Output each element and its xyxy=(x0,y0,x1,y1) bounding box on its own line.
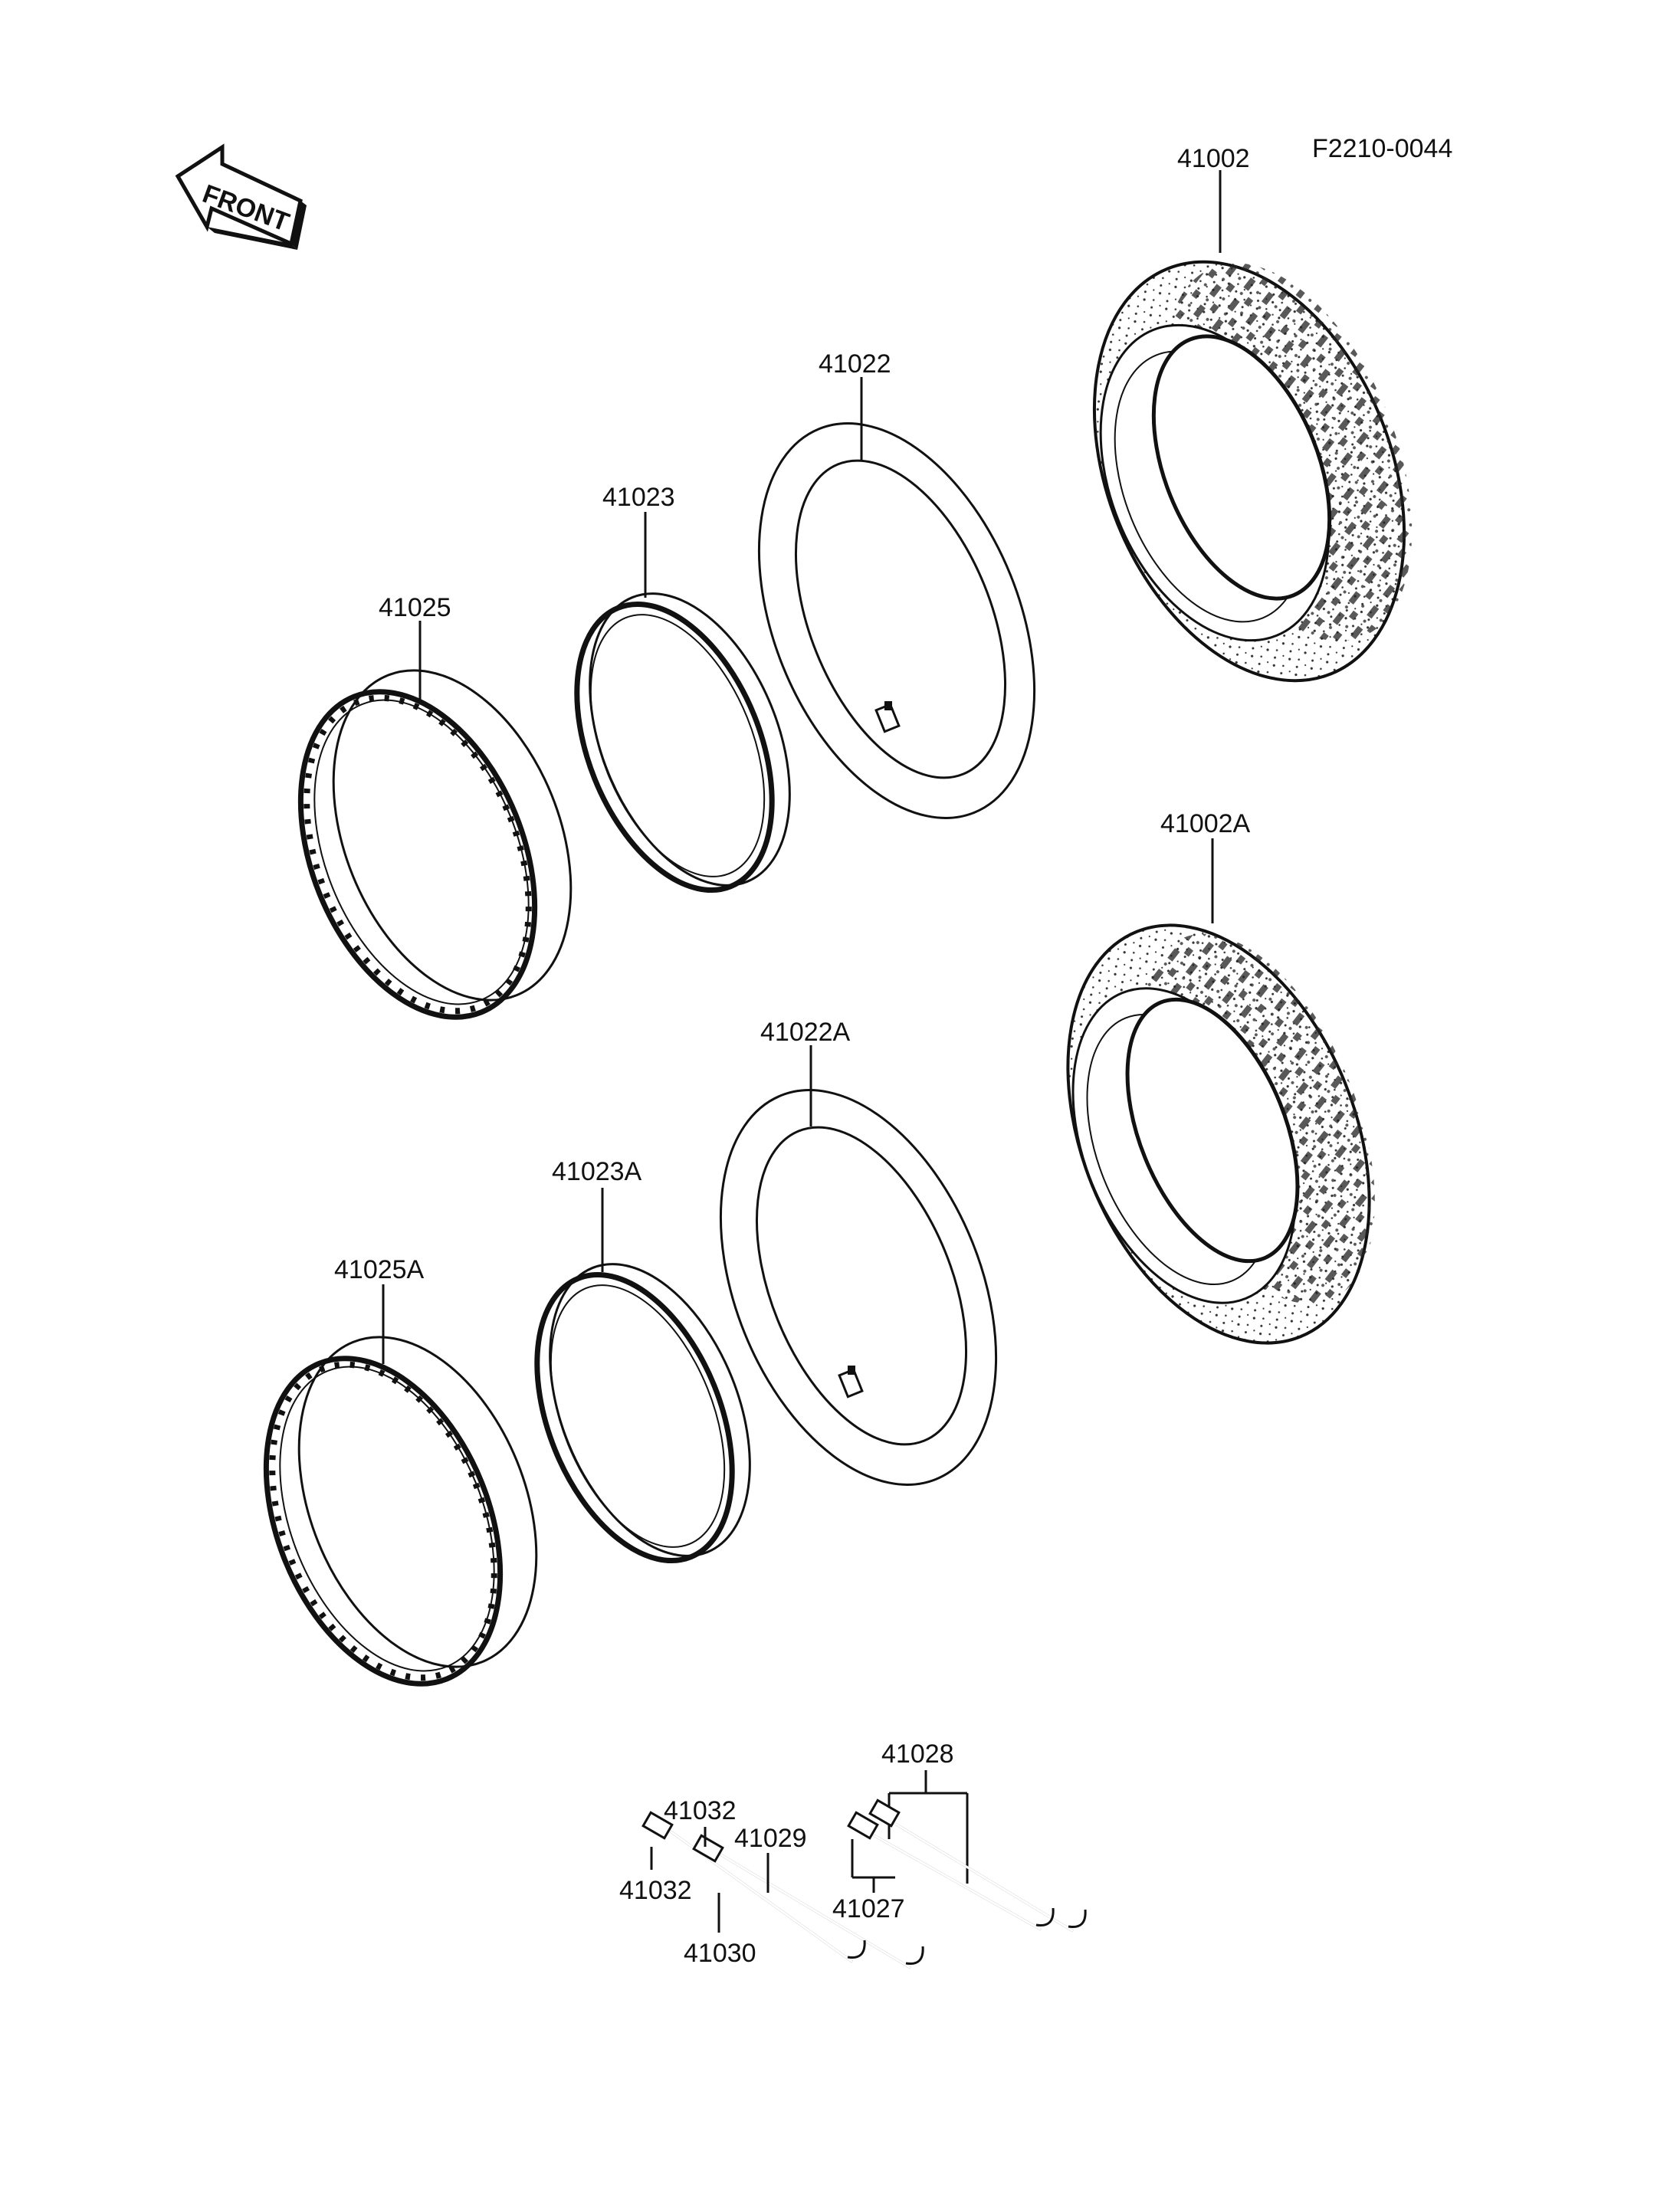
valve-icon xyxy=(874,701,901,733)
label-nipple-lower: 41032 xyxy=(619,1876,692,1905)
rim-band-front xyxy=(574,512,791,894)
label-spoke-a: 41027 xyxy=(832,1894,905,1923)
label-spoke-c: 41030 xyxy=(684,1939,756,1968)
rim-band-rear xyxy=(534,1188,751,1564)
spoke-pair-left xyxy=(641,1811,924,1969)
rim-front xyxy=(297,621,573,1020)
label-tire-rear: 41002A xyxy=(1160,809,1251,838)
label-rim-band-rear: 41023A xyxy=(552,1157,642,1186)
tire-rear xyxy=(1066,838,1375,1345)
tube-front xyxy=(757,377,1036,819)
spoke-pair-right xyxy=(847,1799,1087,1933)
spoke-a-leader xyxy=(851,1839,895,1893)
label-tube-front: 41022 xyxy=(819,349,891,379)
tube-rear xyxy=(719,1045,998,1486)
label-spoke-set: 41028 xyxy=(881,1740,954,1769)
tire-front xyxy=(1092,170,1413,683)
label-spoke-b: 41029 xyxy=(734,1824,807,1853)
figure-code: F2210-0044 xyxy=(1312,134,1452,163)
label-rim-front: 41025 xyxy=(379,593,451,622)
label-rim-band-front: 41023 xyxy=(602,483,675,512)
label-tire-front: 41002 xyxy=(1177,144,1250,173)
valve-icon xyxy=(838,1366,864,1399)
label-rim-rear: 41025A xyxy=(334,1255,425,1284)
label-tube-rear: 41022A xyxy=(760,1018,851,1047)
rim-rear xyxy=(263,1284,538,1687)
label-nipple-upper: 41032 xyxy=(664,1796,737,1825)
front-arrow-icon: FRONT xyxy=(175,143,307,250)
